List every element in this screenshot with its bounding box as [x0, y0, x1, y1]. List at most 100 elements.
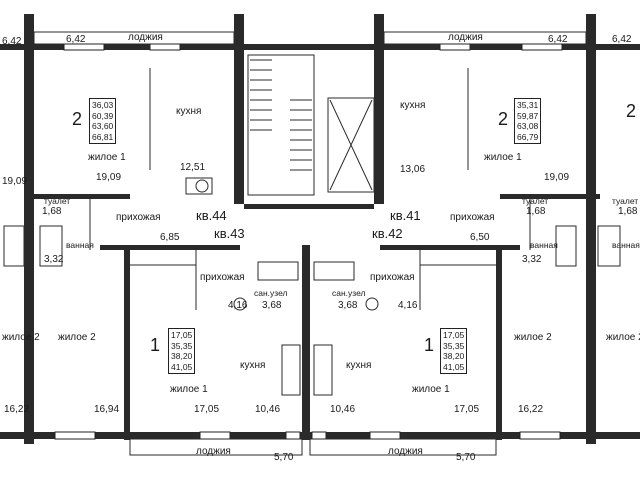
label-kv41-kitchen: кухня	[400, 100, 426, 111]
area-right-toilet: 1,68	[618, 206, 638, 217]
kv44-area-box: 36,03 60,39 63,60 66,81	[89, 98, 117, 144]
area-kv42-wc: 3,68	[338, 300, 358, 311]
area-kv41-living1: 19,09	[544, 172, 570, 183]
label-kv43-kitchen: кухня	[240, 360, 266, 371]
apartment-number-kv42: кв.42	[372, 226, 403, 241]
area-left-loggia: 6,42	[2, 36, 22, 47]
kv41-area-box: 35,31 59,87 63,08 66,79	[514, 98, 542, 144]
kv43-area-total3: 41,05	[171, 361, 193, 372]
wall-v-mid-left	[124, 250, 130, 440]
kv43-area-total: 35,35	[171, 340, 193, 351]
label-kv42-wc: сан.узел	[332, 288, 366, 298]
kv42-rooms-count: 1	[424, 335, 435, 355]
kv44-area-living: 36,03	[92, 100, 114, 110]
kv42-area-box: 17,05 35,35 38,20 41,05	[440, 328, 468, 374]
label-kv44-toilet: туалет	[44, 196, 71, 206]
area-kv44-kitchen: 12,51	[180, 162, 206, 173]
label-kv44-living1: жилое 1	[88, 152, 126, 163]
wall-v2	[234, 14, 244, 204]
right-edge-rooms-count: 2	[626, 101, 637, 121]
label-kv44-loggia: лоджия	[128, 32, 163, 43]
area-right-loggia: 6,42	[612, 34, 632, 45]
kv43-area-box: 17,05 35,35 38,20 41,05	[168, 328, 196, 374]
label-kv43-living1: жилое 1	[170, 384, 208, 395]
wall-h-right-top	[500, 194, 600, 199]
kv43-area-living: 17,05	[171, 330, 193, 340]
wall-h-stair	[244, 204, 374, 209]
label-kv42-living1: жилое 1	[412, 384, 450, 395]
label-left-room2: жилое 2	[2, 332, 40, 343]
area-kv41-toilet: 1,68	[526, 206, 546, 217]
kv41-area-living: 35,31	[517, 100, 539, 110]
area-kv42-kitchen: 10,46	[330, 404, 356, 415]
apartment-number-kv44: кв.44	[196, 208, 227, 223]
wall-h-corridor-right	[380, 245, 520, 250]
label-kv41-hall: прихожая	[450, 212, 495, 223]
apartment-number-kv41: кв.41	[390, 208, 421, 223]
label-kv42-loggia: лоджия	[388, 446, 423, 457]
wall-v4	[586, 14, 596, 444]
area-kv43-living1: 17,05	[194, 404, 220, 415]
kv42-area-total2: 38,20	[443, 351, 465, 361]
wall-h-corridor-left	[100, 245, 240, 250]
label-kv44-kitchen: кухня	[176, 106, 202, 117]
area-kv44-toilet: 1,68	[42, 206, 62, 217]
label-kv41-living1: жилое 1	[484, 152, 522, 163]
area-kv41-bath: 3,32	[522, 254, 542, 265]
wall-v-mid-right	[496, 250, 502, 440]
wall-h-left-top	[30, 194, 130, 199]
kv42-area-living: 17,05	[443, 330, 465, 340]
kv41-area-total2: 63,08	[517, 121, 539, 131]
wall-top	[0, 44, 640, 50]
area-kv42-loggia: 5,70	[456, 452, 476, 463]
label-right-toilet: туалет	[612, 196, 639, 206]
area-kv43-hall: 4,16	[228, 300, 248, 311]
area-kv44-living1: 19,09	[96, 172, 122, 183]
staircase	[247, 54, 375, 196]
kv44-area-total3: 66,81	[92, 131, 114, 142]
label-kv43-loggia: лоджия	[196, 446, 231, 457]
area-kv41-kitchen: 13,06	[400, 164, 426, 175]
area-kv43-living2: 16,94	[94, 404, 120, 415]
area-kv43-kitchen: 10,46	[255, 404, 281, 415]
apartment-number-kv43: кв.43	[214, 226, 245, 241]
label-kv42-kitchen: кухня	[346, 360, 372, 371]
area-kv43-wc: 3,68	[262, 300, 282, 311]
kv44-area-total2: 63,60	[92, 121, 114, 131]
area-kv44-bath: 3,32	[44, 254, 64, 265]
kv41-area-total: 59,87	[517, 110, 539, 121]
area-kv42-living1: 17,05	[454, 404, 480, 415]
kv41-area-total3: 66,79	[517, 131, 539, 142]
kv43-rooms-count: 1	[150, 335, 161, 355]
kv44-rooms-count: 2	[72, 109, 83, 129]
loggia-top-right	[383, 31, 587, 45]
loggia-top-left	[33, 31, 235, 45]
label-kv41-living2: жилое 2	[514, 332, 552, 343]
kv43-area-total2: 38,20	[171, 351, 193, 361]
area-kv41-hall: 6,50	[470, 232, 490, 243]
partitions	[89, 68, 531, 310]
kv42-area-total3: 41,05	[443, 361, 465, 372]
sanitary-fixtures	[3, 177, 621, 396]
kv41-rooms-count: 2	[498, 109, 509, 129]
label-kv44-bath: ванная	[66, 240, 94, 250]
wall-v1	[24, 14, 34, 444]
wall-v-center	[302, 245, 310, 440]
label-kv44-hall: прихожая	[116, 212, 161, 223]
kv42-area-total: 35,35	[443, 340, 465, 351]
area-kv41-living2: 16,22	[518, 404, 544, 415]
windows	[54, 43, 563, 440]
label-kv41-loggia: лоджия	[448, 32, 483, 43]
label-right-bath: ванная	[612, 240, 640, 250]
area-left-room: 19,09	[2, 176, 28, 187]
area-kv42-hall: 4,16	[398, 300, 418, 311]
wall-v3	[374, 14, 384, 204]
label-kv42-hall: прихожая	[370, 272, 415, 283]
label-kv43-living2: жилое 2	[58, 332, 96, 343]
area-kv44-loggia: 6,42	[66, 34, 86, 45]
loggia-bottom-right	[309, 438, 497, 456]
label-kv41-toilet: туалет	[522, 196, 549, 206]
label-kv43-hall: прихожая	[200, 272, 245, 283]
area-kv41-loggia: 6,42	[548, 34, 568, 45]
